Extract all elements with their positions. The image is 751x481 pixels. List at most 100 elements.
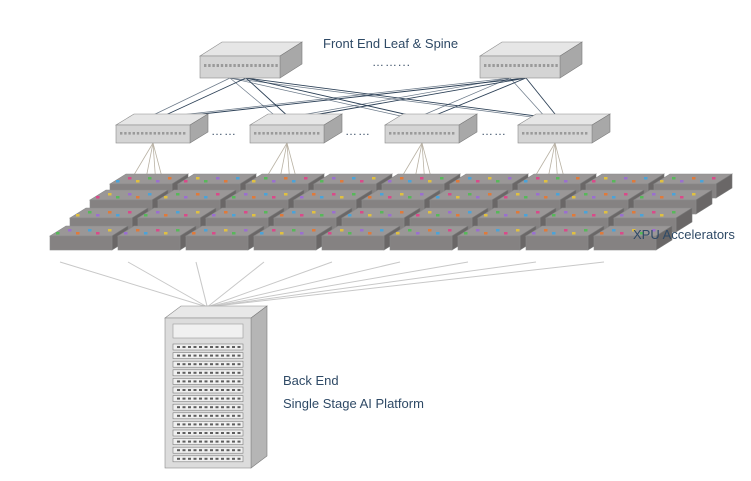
xpu-chip-marker (476, 180, 480, 183)
xpu-chip-marker (632, 229, 636, 232)
back-end-platform-label: Single Stage AI Platform (283, 396, 424, 411)
xpu-chip-marker (380, 193, 384, 196)
xpu-chip-marker (292, 211, 296, 214)
back-end-rack (164, 305, 268, 469)
xpu-chip-marker (544, 196, 548, 199)
xpu-chip-marker (332, 177, 336, 180)
xpu-chip-marker (164, 214, 168, 217)
xpu-chip-marker (584, 229, 588, 232)
xpu-chip-marker (144, 214, 148, 217)
xpu-chip-marker (672, 211, 676, 214)
xpu-chip-marker (420, 177, 424, 180)
xpu-chip-marker (368, 214, 372, 217)
leaf-switch-1 (114, 113, 210, 144)
xpu-chip-marker (564, 229, 568, 232)
xpu-chip-marker (284, 193, 288, 196)
xpu-chip-marker (244, 229, 248, 232)
xpu-chip-marker (612, 180, 616, 183)
xpu-chip-marker (584, 193, 588, 196)
xpu-chip-marker (536, 193, 540, 196)
xpu-chip-marker (360, 180, 364, 183)
spine-leaf-links (144, 77, 560, 120)
xpu-chip-marker (128, 193, 132, 196)
spine-switch-2 (478, 41, 584, 79)
xpu-chip-marker (408, 180, 412, 183)
xpu-chip-marker (576, 177, 580, 180)
xpu-chip-marker (368, 232, 372, 235)
xpu-chip-marker (272, 196, 276, 199)
xpu-chip-marker (620, 214, 624, 217)
xpu-chip-marker (672, 193, 676, 196)
xpu-chip-marker (68, 229, 72, 232)
xpu-chip-marker (476, 196, 480, 199)
xpu-chip-marker (484, 214, 488, 217)
xpu-chip-marker (212, 232, 216, 235)
xpu-chip-marker (640, 214, 644, 217)
xpu-chip-marker (300, 232, 304, 235)
xpu-chip-marker (436, 214, 440, 217)
xpu-chip-marker (224, 229, 228, 232)
xpu-chip-marker (388, 214, 392, 217)
xpu-chip-marker (536, 177, 540, 180)
xpu-chip-marker (652, 211, 656, 214)
accelerator-sled (524, 225, 606, 251)
accelerator-sled (252, 225, 334, 251)
xpu-chip-marker (280, 232, 284, 235)
xpu-chip-marker (280, 214, 284, 217)
xpu-chip-marker (348, 232, 352, 235)
xpu-chip-marker (400, 177, 404, 180)
xpu-chip-marker (292, 180, 296, 183)
xpu-chip-marker (416, 214, 420, 217)
xpu-chip-marker (380, 229, 384, 232)
xpu-chip-marker (692, 193, 696, 196)
switch-layer (114, 41, 612, 144)
spine-ellipsis: ……... (372, 55, 412, 69)
xpu-chip-marker (700, 180, 704, 183)
xpu-chip-marker (212, 214, 216, 217)
xpu-chip-marker (640, 196, 644, 199)
leaf-ellipsis-3: …… (481, 124, 507, 138)
xpu-chip-marker (524, 196, 528, 199)
xpu-chip-marker (352, 177, 356, 180)
xpu-chip-marker (468, 211, 472, 214)
xpu-chip-marker (300, 196, 304, 199)
xpu-chip-marker (156, 229, 160, 232)
xpu-chip-marker (304, 177, 308, 180)
xpu-chip-marker (448, 229, 452, 232)
xpu-chip-marker (192, 232, 196, 235)
xpu-chip-marker (524, 180, 528, 183)
xpu-chip-marker (196, 177, 200, 180)
xpu-chip-marker (156, 211, 160, 214)
xpu-chip-marker (216, 177, 220, 180)
xpu-chip-marker (672, 177, 676, 180)
xpu-chip-marker (196, 211, 200, 214)
xpu-chip-marker (640, 232, 644, 235)
xpu-chip-marker (320, 180, 324, 183)
xpu-chip-marker (604, 193, 608, 196)
xpu-chip-marker (312, 193, 316, 196)
xpu-chip-marker (340, 180, 344, 183)
xpu-accelerator-array (48, 173, 734, 251)
xpu-chip-marker (88, 229, 92, 232)
xpu-chip-marker (428, 180, 432, 183)
accelerator-sled (320, 225, 402, 251)
server-rack-icon (164, 305, 268, 469)
accelerator-sled (184, 225, 266, 251)
xpu-chip-marker (436, 196, 440, 199)
xpu-chip-marker (260, 232, 264, 235)
xpu-chip-marker (76, 232, 80, 235)
xpu-chip-marker (224, 211, 228, 214)
xpu-chip-marker (300, 214, 304, 217)
xpu-chip-marker (532, 232, 536, 235)
back-end-label: Back End (283, 373, 339, 388)
leaf-switch-3 (383, 113, 479, 144)
xpu-chip-marker (508, 177, 512, 180)
xpu-chip-marker (680, 196, 684, 199)
xpu-chip-marker (556, 177, 560, 180)
xpu-chip-marker (320, 214, 324, 217)
xpu-chip-marker (496, 211, 500, 214)
xpu-chip-marker (272, 180, 276, 183)
xpu-chip-marker (320, 196, 324, 199)
xpu-chip-marker (284, 177, 288, 180)
xpu-chip-marker (484, 232, 488, 235)
